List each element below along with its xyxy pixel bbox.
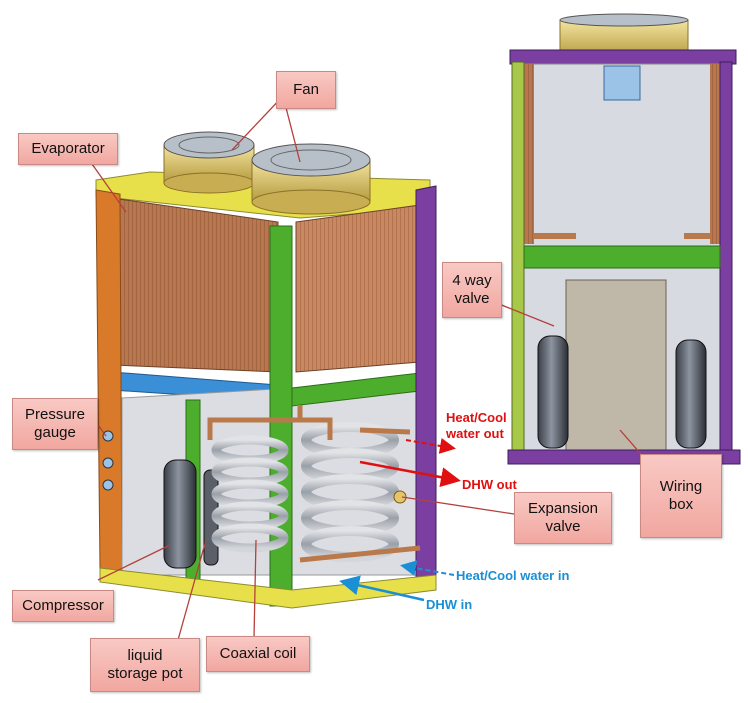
liquid-storage-pot-label: liquid storage pot: [90, 638, 200, 692]
wiring-box-label: Wiring box: [640, 454, 722, 538]
fan-label: Fan: [276, 71, 336, 109]
pressure-gauge-icon: [102, 430, 114, 442]
left-side-panel: [95, 189, 123, 576]
heat-cool-in-arrow: [400, 560, 455, 576]
dhw-out-label: DHW out: [462, 477, 517, 492]
pressure-gauge-icon: [102, 457, 114, 469]
left-unit: [95, 131, 437, 609]
wiring-box: [565, 279, 667, 451]
left-post: [511, 61, 525, 463]
copper-pipes: [207, 405, 421, 563]
four-way-valve-label: 4 way valve: [442, 262, 502, 318]
dhw-in-label: DHW in: [426, 597, 473, 612]
dhw-out-arrow: [359, 460, 461, 488]
evaporator-coil-side: [295, 204, 421, 373]
expansion-valve-label: Expansion valve: [514, 492, 612, 544]
right-post: [719, 61, 733, 463]
heat-cool-water-in-label: Heat/Cool water in: [456, 568, 570, 583]
purple-post: [415, 185, 437, 589]
fan-left: [163, 131, 255, 194]
pressure-gauge-icon: [102, 479, 114, 491]
right-unit: [507, 13, 741, 465]
flow-arrows: [339, 438, 461, 602]
coil-strip-left: [524, 64, 534, 244]
compressor-body: [163, 459, 197, 569]
fan-motor: [603, 65, 641, 101]
green-beam: [523, 245, 721, 269]
pressure-gauge-label: Pressure gauge: [12, 398, 98, 450]
compressor-right: [675, 339, 707, 449]
coaxial-coil-label: Coaxial coil: [206, 636, 310, 672]
fan-right: [251, 143, 371, 215]
compressor-label: Compressor: [12, 590, 114, 622]
coil-strip-right: [710, 64, 720, 244]
compressor-left: [537, 335, 569, 449]
evaporator-label: Evaporator: [18, 133, 118, 165]
top-beam: [509, 49, 737, 65]
evaporator-coil: [111, 197, 279, 373]
dhw-in-arrow: [339, 575, 425, 602]
heat-cool-water-out-label: Heat/Cool water out: [446, 410, 507, 441]
base-frame: [99, 567, 437, 609]
